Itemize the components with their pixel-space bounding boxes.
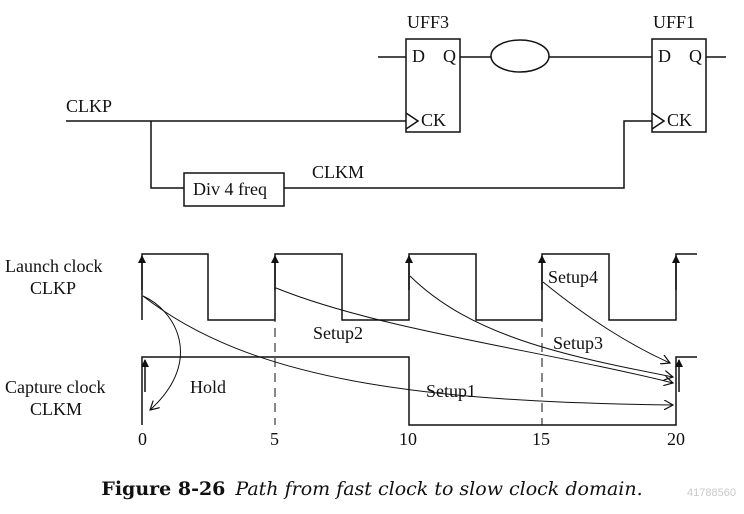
hold-label: Hold: [190, 377, 226, 397]
launch-label-line1: Launch clock: [5, 256, 102, 276]
tick-10: 10: [399, 429, 417, 449]
uff3-ck-triangle: [405, 112, 420, 130]
figure-caption: Figure 8-26 Path from fast clock to slow …: [0, 478, 744, 510]
capture-label-line1: Capture clock: [5, 377, 105, 397]
clkp-waveform: [141, 253, 697, 321]
tick-0: 0: [138, 429, 147, 449]
tick-20: 20: [667, 429, 685, 449]
setup3-path: [409, 275, 673, 377]
uff1-q-pin: Q: [689, 46, 702, 66]
uff3-q-pin: Q: [443, 46, 456, 66]
uff3-d-pin: D: [412, 46, 425, 66]
uff1-ck-triangle: [651, 112, 666, 130]
clkm-label: CLKM: [312, 162, 364, 182]
setup2-path: [275, 287, 673, 383]
uff1-d-pin: D: [658, 46, 671, 66]
clkm-wire: [284, 120, 652, 189]
launch-label-line2: CLKP: [30, 278, 76, 298]
setup3-label: Setup3: [553, 333, 603, 353]
setup2-label: Setup2: [313, 323, 363, 343]
uff1-name: UFF1: [653, 12, 695, 32]
clkm-waveform: [141, 356, 697, 426]
hold-path: [142, 295, 181, 410]
setup1-path: [142, 295, 673, 405]
uff3-box: [405, 38, 461, 133]
setup1-label: Setup1: [426, 381, 476, 401]
watermark: 41788560: [687, 487, 736, 499]
setup4-label: Setup4: [548, 267, 598, 287]
setup4-path: [542, 281, 670, 363]
figure-number: Figure 8-26: [101, 478, 226, 500]
tick-5: 5: [270, 429, 279, 449]
uff1-box: [651, 38, 707, 133]
uff1-ck-pin: CK: [667, 110, 692, 130]
divider-label: Div 4 freq: [193, 179, 267, 199]
capture-label-line2: CLKM: [30, 399, 82, 419]
combinational-logic: [490, 39, 550, 73]
clkp-label: CLKP: [66, 96, 112, 116]
figure-title: Path from fast clock to slow clock domai…: [235, 478, 643, 500]
uff3-ck-pin: CK: [421, 110, 446, 130]
divider-box: [183, 172, 285, 207]
clkp-branch-wire: [150, 121, 184, 189]
tick-15: 15: [532, 429, 550, 449]
uff3-name: UFF3: [407, 12, 449, 32]
